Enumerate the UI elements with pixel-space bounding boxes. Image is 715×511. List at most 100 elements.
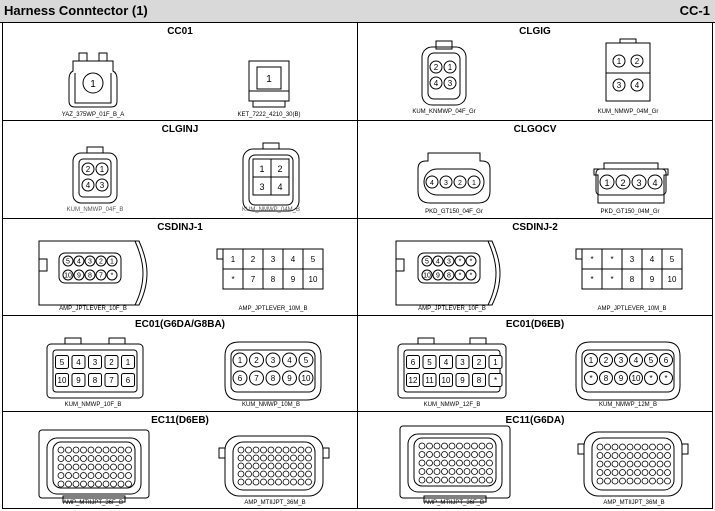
pin-socket bbox=[125, 472, 132, 479]
pin-socket bbox=[454, 269, 466, 281]
pin-socket bbox=[426, 476, 433, 484]
pin-socket bbox=[297, 470, 305, 478]
pin: 4 bbox=[634, 356, 639, 365]
pin-socket bbox=[619, 452, 626, 459]
pin: 2 bbox=[251, 255, 256, 264]
pin-socket bbox=[644, 353, 658, 367]
section-title: CSDINJ-2 bbox=[512, 222, 558, 233]
pin: 6 bbox=[664, 356, 669, 365]
section-ec11-g6da: EC11(G6DA) AMP_MTIIJPT_36F_B AMP_MTIIJPT… bbox=[358, 412, 712, 508]
pin: 3 bbox=[271, 255, 276, 264]
pin-socket bbox=[252, 470, 260, 478]
cc01-diagram: 1 1 bbox=[68, 52, 290, 108]
pin-socket bbox=[441, 459, 448, 467]
pin-socket bbox=[486, 451, 493, 458]
pin-socket bbox=[95, 255, 107, 267]
pin: 5 bbox=[60, 358, 65, 367]
pin: 12 bbox=[409, 376, 418, 385]
connector-label: KUM_NMWP_12M_B bbox=[598, 402, 657, 408]
pin: 2 bbox=[620, 178, 625, 188]
pin: 5 bbox=[427, 358, 432, 367]
pin-socket bbox=[418, 468, 426, 475]
pin: 1 bbox=[100, 165, 105, 174]
clgocv-female-connector bbox=[417, 152, 491, 204]
pin-socket bbox=[463, 468, 471, 475]
pin-socket bbox=[422, 355, 437, 369]
pin-socket bbox=[418, 442, 426, 450]
pin-socket bbox=[659, 353, 673, 367]
pin: 3 bbox=[636, 178, 641, 188]
pin-socket bbox=[433, 451, 441, 458]
section-ec11-d6eb: EC11(D6EB) AMP_MTIIJPT_36F_B AMP_MTIIJPT… bbox=[3, 412, 358, 508]
clgocv-diagram: 4 3 2 1 1 2 3 4 bbox=[417, 152, 669, 204]
pin-socket bbox=[305, 478, 312, 486]
pin-socket bbox=[237, 470, 245, 478]
pin-socket bbox=[441, 468, 448, 475]
pin: 8 bbox=[93, 376, 98, 385]
pin: 9 bbox=[77, 273, 81, 280]
pin-socket bbox=[117, 480, 125, 488]
pin-socket bbox=[71, 373, 86, 387]
pin-socket bbox=[84, 255, 96, 267]
pin-socket bbox=[656, 443, 664, 451]
pin-socket bbox=[87, 480, 95, 488]
pin-socket bbox=[448, 442, 456, 450]
connector-label: AMP_MTIIJPT_36M_B bbox=[603, 500, 665, 506]
page-title: Harness Conntector (1) bbox=[4, 3, 148, 18]
pin-socket bbox=[604, 477, 611, 485]
cc01-female-connector bbox=[68, 52, 118, 108]
pin: * bbox=[111, 273, 114, 280]
ec11a-diagram bbox=[38, 429, 330, 503]
pin: 10 bbox=[442, 376, 451, 385]
pin-socket bbox=[88, 355, 102, 369]
pin: 6 bbox=[411, 358, 416, 367]
pin-socket bbox=[104, 373, 119, 387]
pin: 1 bbox=[238, 356, 243, 365]
pin: 2 bbox=[604, 356, 609, 365]
pin: 5 bbox=[425, 259, 429, 266]
section-title: CLGINJ bbox=[161, 124, 199, 135]
connector-label: KUM_NMWP_12F_B bbox=[423, 402, 481, 408]
pin-cell bbox=[302, 268, 324, 290]
pin-socket bbox=[267, 478, 275, 486]
pin-socket bbox=[478, 451, 486, 458]
pin-socket bbox=[433, 468, 441, 475]
pin: * bbox=[589, 374, 592, 383]
pin-socket bbox=[463, 442, 471, 450]
pin-socket bbox=[448, 459, 456, 467]
pin-socket bbox=[95, 472, 102, 479]
ec11b-female-pins bbox=[418, 442, 493, 484]
pin: 10 bbox=[423, 273, 431, 280]
pin-socket bbox=[65, 446, 72, 454]
pin-socket bbox=[125, 446, 132, 454]
pin-socket bbox=[245, 446, 252, 454]
pin-socket bbox=[72, 472, 80, 479]
pin-socket bbox=[265, 370, 281, 386]
pin: 3 bbox=[444, 180, 448, 187]
pin-socket bbox=[62, 255, 74, 267]
pin-socket bbox=[252, 454, 260, 462]
pin-socket bbox=[62, 269, 74, 281]
pin-socket bbox=[478, 476, 486, 484]
pin: * bbox=[470, 273, 473, 280]
pin-socket bbox=[634, 452, 641, 459]
pin-socket bbox=[611, 469, 619, 476]
pin-socket bbox=[465, 269, 477, 281]
pin-socket bbox=[488, 373, 503, 387]
pin: 3 bbox=[619, 356, 624, 365]
pin: 3 bbox=[630, 255, 635, 264]
pin-socket bbox=[245, 478, 252, 486]
pin: 1 bbox=[90, 79, 96, 90]
pin-socket bbox=[486, 442, 493, 450]
pin-socket bbox=[426, 442, 433, 450]
pin-socket bbox=[290, 478, 297, 486]
pin-socket bbox=[443, 255, 455, 267]
pin: 4 bbox=[86, 181, 91, 190]
pin: * bbox=[459, 259, 462, 266]
connector-label: AMP_JPTLEVER_10M_B bbox=[597, 306, 667, 312]
pin-socket bbox=[252, 478, 260, 486]
pin: 4 bbox=[444, 358, 449, 367]
